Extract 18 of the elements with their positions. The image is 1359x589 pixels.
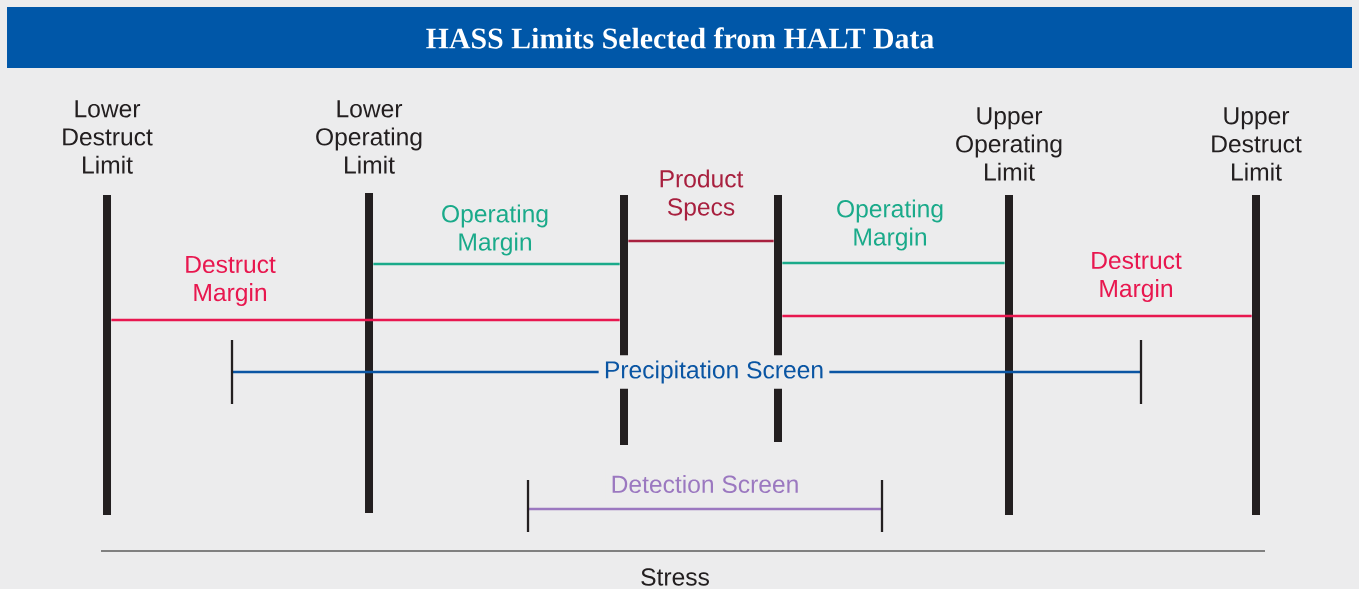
limit-label: Lower Operating Limit	[316, 100, 422, 174]
edge-label: Destruct Margin	[186, 255, 276, 307]
margin-line	[782, 314, 1252, 318]
edge-label: Product Specs	[660, 169, 744, 221]
limit-label: Lower Destruct Limit	[63, 100, 153, 174]
edge-label: Operating Margin	[442, 204, 548, 256]
margin-line	[628, 239, 774, 243]
limit-label: Upper Operating Limit	[956, 107, 1062, 181]
limit-label: Upper Destruct Limit	[1212, 107, 1302, 181]
edge-label: Destruct Margin	[1092, 251, 1182, 303]
screen-label: Detection Screen	[605, 469, 805, 499]
screen-label: Precipitation Screen	[598, 355, 830, 389]
margin-line	[111, 318, 620, 322]
axis-label: Stress	[641, 568, 709, 586]
margin-line	[782, 261, 1005, 265]
title-banner: HASS Limits Selected from HALT Data	[7, 7, 1352, 68]
edge-label: Operating Margin	[837, 199, 943, 251]
margin-line	[373, 262, 620, 266]
